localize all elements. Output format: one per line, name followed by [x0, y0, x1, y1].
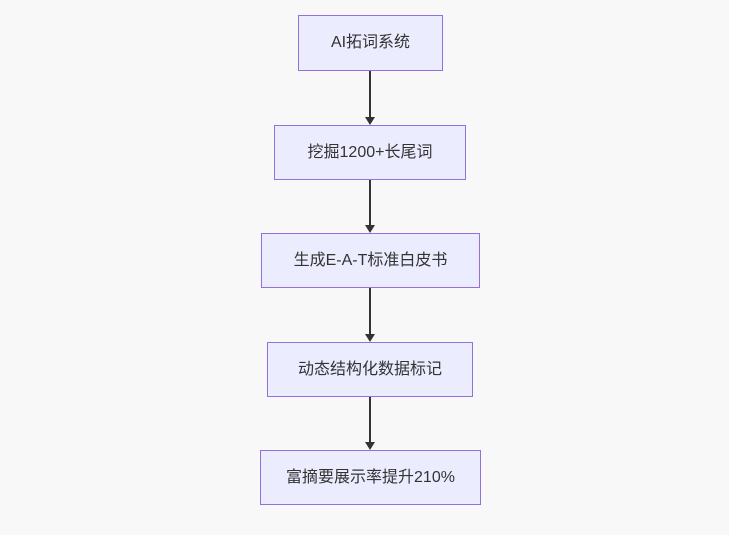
arrowhead-down-icon [365, 442, 375, 450]
arrowhead-down-icon [365, 334, 375, 342]
arrow-line [369, 71, 371, 118]
flow-arrow-a-to-b [364, 71, 376, 125]
flowchart-node-structured-data-markup: 动态结构化数据标记 [267, 342, 473, 397]
flow-arrow-b-to-c [364, 180, 376, 233]
flowchart-node-longtail-mining: 挖掘1200+长尾词 [274, 125, 466, 180]
arrow-line [369, 288, 371, 335]
flowchart-node-ai-keyword-system: AI拓词系统 [298, 15, 443, 71]
flowchart-node-rich-snippet-result: 富摘要展示率提升210% [260, 450, 481, 505]
arrowhead-down-icon [365, 225, 375, 233]
arrowhead-down-icon [365, 117, 375, 125]
node-label: 挖掘1200+长尾词 [307, 143, 433, 161]
node-label: 生成E-A-T标准白皮书 [293, 251, 448, 269]
node-label: 富摘要展示率提升210% [286, 468, 455, 486]
flow-arrow-d-to-e [364, 397, 376, 450]
arrow-line [369, 397, 371, 443]
flow-arrow-c-to-d [364, 288, 376, 342]
arrow-line [369, 180, 371, 226]
node-label: 动态结构化数据标记 [297, 360, 442, 378]
flowchart-node-eat-whitepaper: 生成E-A-T标准白皮书 [261, 233, 480, 288]
node-label: AI拓词系统 [330, 34, 411, 51]
